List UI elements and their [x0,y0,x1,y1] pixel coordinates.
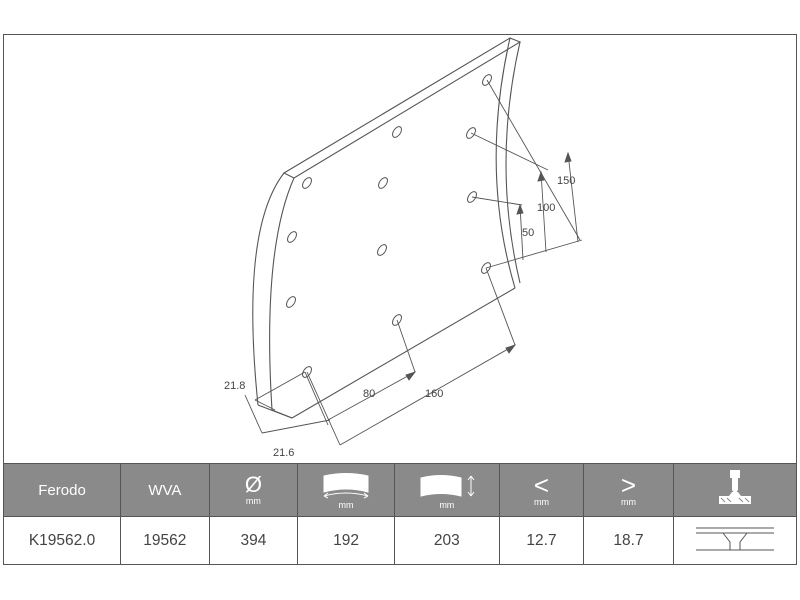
rivet-hole [481,262,491,274]
header-max-thickness: > mm [583,463,674,517]
greater-than-icon: > [620,470,637,500]
value-min-thickness: 12.7 [498,516,585,565]
value-length: 203 [393,516,500,565]
header-wva: WVA [120,463,210,517]
rivet-drill-icon [718,470,751,504]
dim-50: 50 [522,227,534,239]
value-wva: 19562 [120,516,210,565]
rivet-hole [378,177,388,189]
value-rivet [672,516,798,565]
diameter-unit: mm [245,496,261,506]
rivet-holes [286,74,492,378]
header-width: mm [297,463,395,517]
max-thickness-unit: mm [621,497,636,507]
rivet-hole [392,314,402,326]
rivet-profile-icon [695,527,774,551]
table-header-row: Ferodo WVA Ø mm mm [2,463,798,517]
diameter-icon: Ø [244,472,262,497]
header-diameter: Ø mm [208,463,299,517]
header-rivet [672,463,798,517]
value-diameter: 394 [208,516,299,565]
header-min-thickness: < mm [498,463,585,517]
rivet-hole [467,191,477,203]
rivet-hole [482,74,492,86]
rivet-hole [302,366,312,378]
dimension-lines [244,79,583,446]
width-unit: mm [338,500,354,510]
value-width: 192 [297,516,395,565]
dim-100: 100 [537,202,555,214]
spec-table: Ferodo WVA Ø mm mm [2,463,798,565]
rivet-hole [287,231,297,243]
dim-80: 80 [363,388,375,400]
dim-21-8: 21.8 [224,380,245,392]
rivet-hole [466,127,476,139]
rivet-hole [286,296,296,308]
value-part-number: K19562.0 [2,516,122,565]
rivet-hole [302,177,312,189]
value-max-thickness: 18.7 [583,516,674,565]
dim-21-6: 21.6 [273,447,294,459]
lining-outline [252,37,522,419]
rivet-hole [392,126,402,138]
dim-160: 160 [425,388,443,400]
header-length: mm [393,463,500,517]
brake-lining-drawing: 150 100 50 80 160 21.8 21.6 [224,37,583,459]
less-than-icon: < [533,470,550,500]
curved-lining-width-icon [323,473,369,499]
table-row: K19562.0 19562 394 192 203 12.7 18.7 [2,516,798,565]
min-thickness-unit: mm [533,497,549,507]
length-unit: mm [439,500,455,510]
curved-lining-length-icon [420,475,475,497]
rivet-hole [377,244,387,256]
dim-150: 150 [557,175,575,187]
header-brand: Ferodo [2,463,122,517]
